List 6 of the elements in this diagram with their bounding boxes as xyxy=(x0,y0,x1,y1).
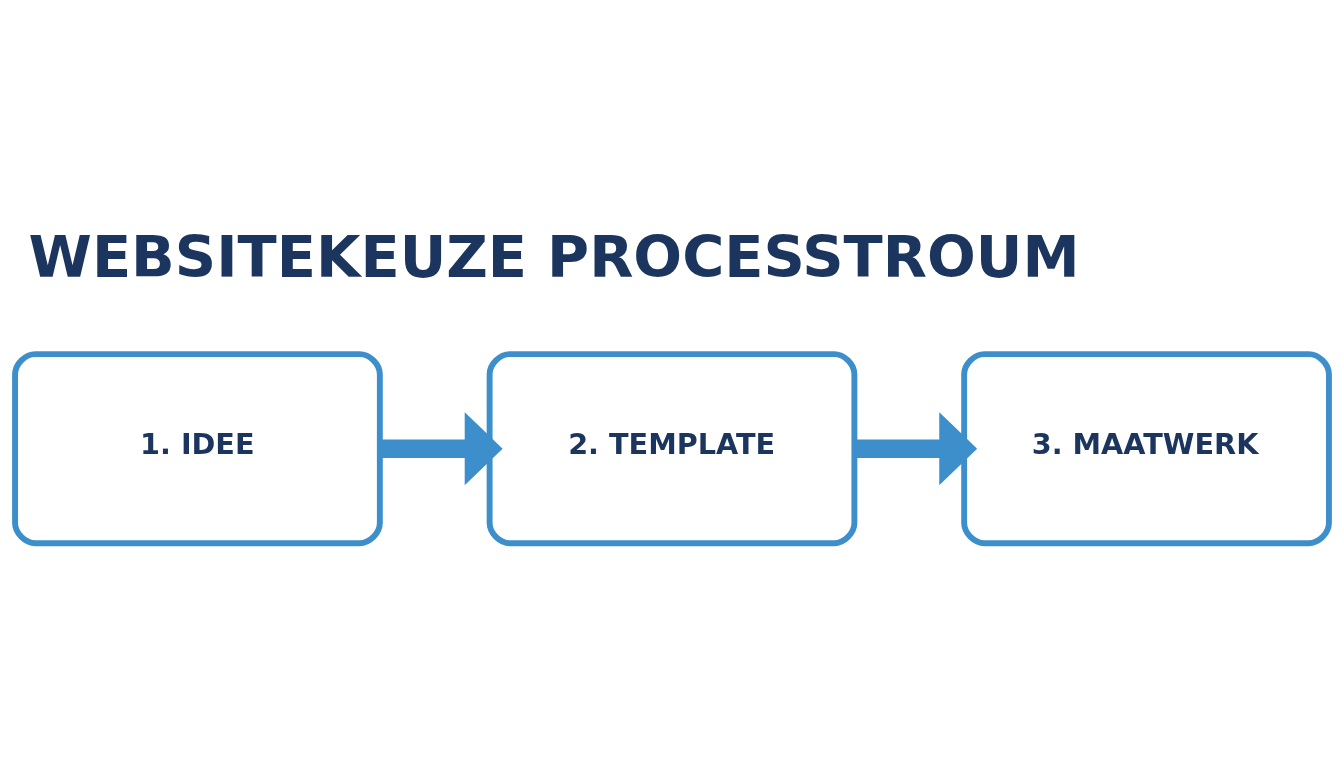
diagram-title: WEBSITEKEUZE PROCESSTROUM xyxy=(28,223,1080,291)
arrow xyxy=(379,411,503,485)
node-box: 3. MAATWERK xyxy=(961,350,1332,546)
node-box: 2. TEMPLATE xyxy=(486,350,858,546)
node-box: 1. IDEE xyxy=(12,350,383,546)
arrow xyxy=(854,411,978,485)
